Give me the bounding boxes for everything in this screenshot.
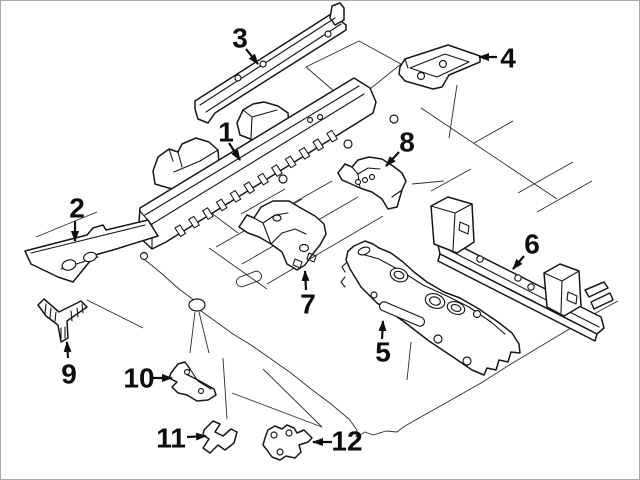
- leader-line: [406, 341, 412, 381]
- callout-7-arrow: [301, 270, 310, 291]
- part-4-bracket-plate: [398, 44, 481, 90]
- callout-5-label: 5: [375, 337, 391, 368]
- part-5-crossmember: [340, 240, 521, 376]
- callout-5-arrow: [378, 320, 387, 340]
- callout-3-arrow: [245, 48, 259, 65]
- callout-8-label: 8: [399, 127, 415, 158]
- part-6-side-member: [430, 196, 614, 342]
- callout-1-arrow: [228, 142, 241, 161]
- callout-10-label: 10: [123, 363, 154, 394]
- callout-6-arrow: [512, 255, 525, 270]
- leader-line: [198, 311, 210, 354]
- leader-line: [222, 357, 228, 420]
- part-2-rail-extension: [24, 219, 159, 283]
- part-7-saddle-bracket: [238, 200, 327, 271]
- callout-1-label: 1: [218, 117, 234, 148]
- callout-8-arrow: [385, 151, 400, 167]
- callout-2-label: 2: [69, 193, 85, 224]
- callout-9-arrow: [63, 341, 72, 359]
- callout-7-label: 7: [300, 289, 316, 320]
- part-9-corner-bracket: [37, 298, 88, 343]
- callout-6-label: 6: [524, 229, 540, 260]
- floor-front-edge: [143, 258, 619, 438]
- part-11-clip-bracket: [202, 420, 238, 454]
- part-3-upper-rail: [194, 2, 347, 124]
- leader-line: [231, 392, 323, 428]
- part-12-mount-bracket: [262, 424, 313, 461]
- leader-line: [262, 368, 323, 428]
- leader-line: [189, 311, 196, 354]
- callout-4-label: 4: [500, 43, 516, 74]
- callout-9-label: 9: [61, 359, 77, 390]
- leader-line: [411, 180, 445, 185]
- callout-11-arrow: [186, 432, 207, 441]
- callout-11-label: 11: [156, 423, 186, 454]
- callout-3-label: 3: [232, 23, 248, 54]
- callout-12-label: 12: [331, 426, 362, 457]
- part-10-hook-bracket: [168, 361, 217, 402]
- part-8-saddle-bracket: [337, 156, 407, 210]
